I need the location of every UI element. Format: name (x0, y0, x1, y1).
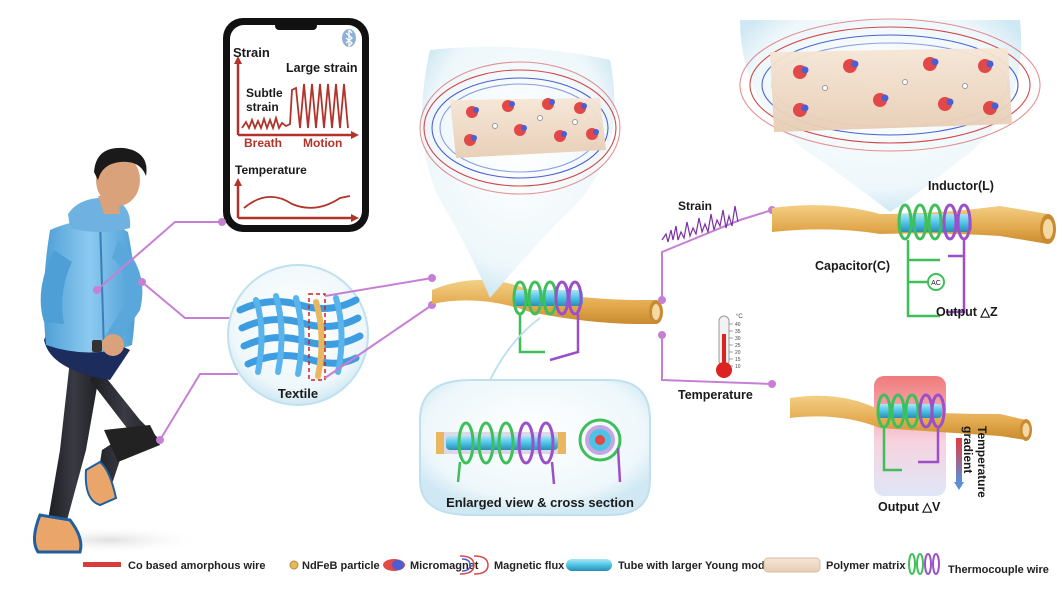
temperature-branch-label: Temperature (678, 388, 753, 402)
phone-subtle-strain-1: Subtle (246, 86, 283, 100)
textile-fiber-connectors (324, 274, 436, 379)
cross-section (578, 418, 622, 483)
gradient-label-1: Temperature (975, 426, 989, 498)
phone-motion-label: Motion (303, 136, 342, 150)
inductor-fiber: AC (772, 203, 1056, 318)
capacitor-label: Capacitor(C) (815, 259, 890, 273)
enlarged-view-bubble: Enlarged view & cross section (419, 317, 651, 516)
svg-text:Thermocouple wire: Thermocouple wire (948, 564, 1049, 576)
inductor-label: Inductor(L) (928, 179, 994, 193)
enlarged-view-label: Enlarged view & cross section (446, 495, 634, 510)
svg-text:Polymer matrix: Polymer matrix (826, 560, 906, 572)
phone-strain-title: Strain (233, 45, 270, 60)
phone-temperature-title: Temperature (235, 163, 307, 177)
svg-text:Co based amorphous wire: Co based amorphous wire (128, 560, 266, 572)
svg-text:NdFeB particle: NdFeB particle (302, 560, 380, 572)
ac-source-label: AC (931, 280, 941, 287)
textile-bubble: Textile (227, 264, 369, 406)
legend-item-polymer: Polymer matrix (763, 557, 906, 573)
legend-item-magnetic-flux: Magnetic flux (459, 555, 565, 575)
temperature-plot: Temperature (234, 163, 359, 222)
thermo-tick-label: 25 (735, 343, 741, 349)
legend-item-tube: Tube with larger Young modulus (566, 559, 787, 572)
phone-subtle-strain-2: strain (246, 100, 279, 114)
phone-breath-label: Breath (244, 136, 282, 150)
legend-item-micromagnet: Micromagnet (383, 559, 479, 572)
strain-signal: Strain (661, 199, 739, 243)
thermo-tick-label: 35 (735, 329, 741, 335)
svg-text:Magnetic flux: Magnetic flux (494, 560, 565, 572)
legend-item-ndfeb: NdFeB particle (289, 560, 380, 572)
gradient-label-2: gradient (961, 426, 975, 473)
center-micromagnets (464, 98, 599, 146)
thermo-tick-label: 40 (735, 322, 741, 328)
thermo-tick-label: 20 (735, 350, 741, 356)
svg-text:Tube with larger Young modulus: Tube with larger Young modulus (618, 560, 787, 572)
textile-label: Textile (278, 386, 318, 401)
strain-plot: Strain Large strain Subtle strain Breath… (233, 45, 359, 150)
thermo-tick-label: 10 (735, 364, 741, 370)
legend-item-co-wire: Co based amorphous wire (83, 560, 266, 572)
branch-connectors (658, 206, 776, 388)
center-fiber (432, 280, 663, 362)
smartphone: Strain Large strain Subtle strain Breath… (223, 18, 369, 232)
phone-large-strain: Large strain (286, 61, 358, 75)
legend-item-thermocouple: Thermocouple wire (908, 553, 1049, 576)
runner-figure (15, 147, 205, 554)
textile-weave (236, 293, 364, 381)
thermo-tick-label: 15 (735, 357, 741, 363)
output-voltage-label: Output △V (878, 500, 941, 514)
strain-branch-label: Strain (678, 199, 712, 213)
bluetooth-icon (342, 29, 356, 48)
thermo-tick-label: 30 (735, 336, 741, 342)
right-magnetic-bubble (739, 18, 1041, 212)
runner-connectors (93, 218, 238, 444)
thermo-unit: °C (736, 314, 743, 320)
svg-text:Micromagnet: Micromagnet (410, 560, 479, 572)
legend: Co based amorphous wire NdFeB particle M… (83, 553, 1049, 576)
temperature-output-module (790, 376, 1032, 496)
center-magnetic-bubble (419, 46, 621, 298)
output-impedance-label: Output △Z (936, 305, 998, 319)
